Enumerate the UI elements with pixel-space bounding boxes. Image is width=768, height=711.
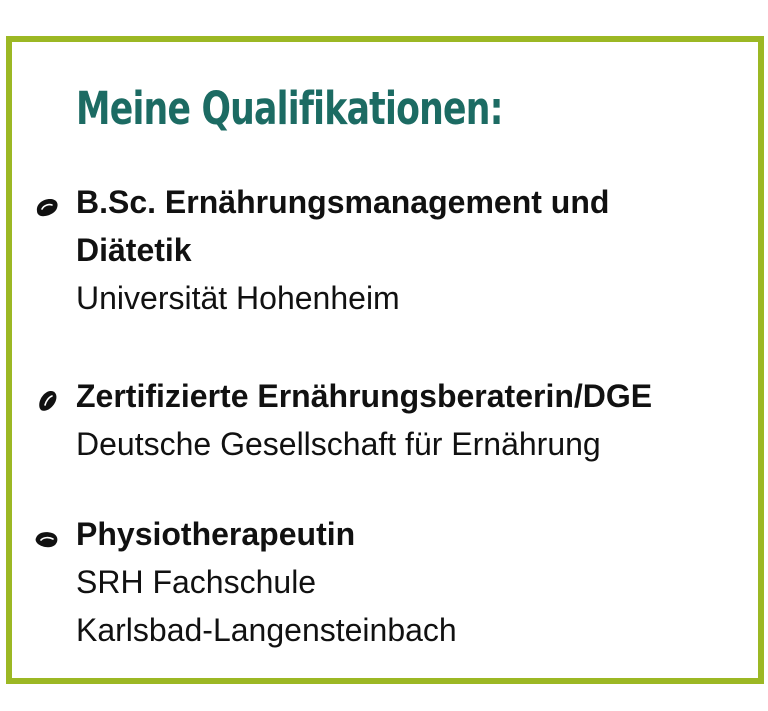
qualifications-card: Meine Qualifikationen: B.Sc. Ernährungsm… <box>6 36 764 684</box>
qualification-title: Physiotherapeutin <box>76 516 356 552</box>
qualification-institution: SRH Fachschule <box>76 564 317 600</box>
qualification-title-continued: Diätetik <box>76 232 192 268</box>
qualification-item: B.Sc. Ernährungsmanagement und Diätetik … <box>76 178 756 322</box>
page-title: Meine Qualifikationen: <box>76 82 504 135</box>
ink-blob-bullet-icon <box>36 199 58 217</box>
qualification-institution-location: Karlsbad-Langensteinbach <box>76 612 457 648</box>
ink-blob-bullet-icon <box>39 390 57 411</box>
qualification-institution: Deutsche Gesellschaft für Ernährung <box>76 426 601 462</box>
qualification-item: Zertifizierte Ernährungsberaterin/DGE De… <box>76 372 756 468</box>
qualification-title: Zertifizierte Ernährungsberaterin/DGE <box>76 378 653 414</box>
qualification-item: Physiotherapeutin SRH Fachschule Karlsba… <box>76 510 756 654</box>
qualification-title: B.Sc. Ernährungsmanagement und <box>76 184 610 220</box>
qualification-institution: Universität Hohenheim <box>76 280 400 316</box>
ink-blob-bullet-icon <box>35 532 58 548</box>
